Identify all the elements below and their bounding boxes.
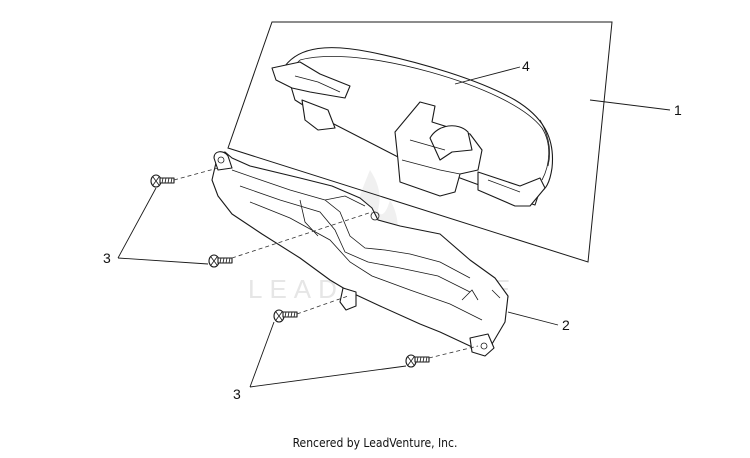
leader-2 bbox=[507, 311, 559, 326]
assembly-line-upper bbox=[173, 167, 219, 181]
screw-upper-left bbox=[150, 174, 175, 188]
gauge-housing-part bbox=[211, 151, 509, 357]
callout-4: 4 bbox=[522, 58, 530, 74]
footer-credit: Rencered by LeadVenture, Inc. bbox=[292, 436, 458, 450]
leader-3-upper bbox=[117, 187, 209, 265]
screw-lower-right bbox=[405, 354, 430, 368]
leader-1 bbox=[589, 99, 671, 111]
assembly-line-middle bbox=[231, 211, 373, 259]
screw-middle-left bbox=[208, 254, 233, 268]
assembly-outline bbox=[227, 21, 613, 263]
leader-4 bbox=[454, 66, 521, 85]
leader-3-lower bbox=[249, 321, 407, 388]
assembly-line-lower-left bbox=[296, 295, 349, 315]
callout-3-upper: 3 bbox=[103, 250, 111, 266]
assembly-line-lower-right bbox=[428, 345, 479, 359]
callout-1: 1 bbox=[674, 102, 682, 118]
callout-2: 2 bbox=[562, 317, 570, 333]
instrument-cluster-part bbox=[271, 47, 554, 207]
screw-middle-right bbox=[273, 309, 298, 323]
callout-3-lower: 3 bbox=[233, 386, 241, 402]
